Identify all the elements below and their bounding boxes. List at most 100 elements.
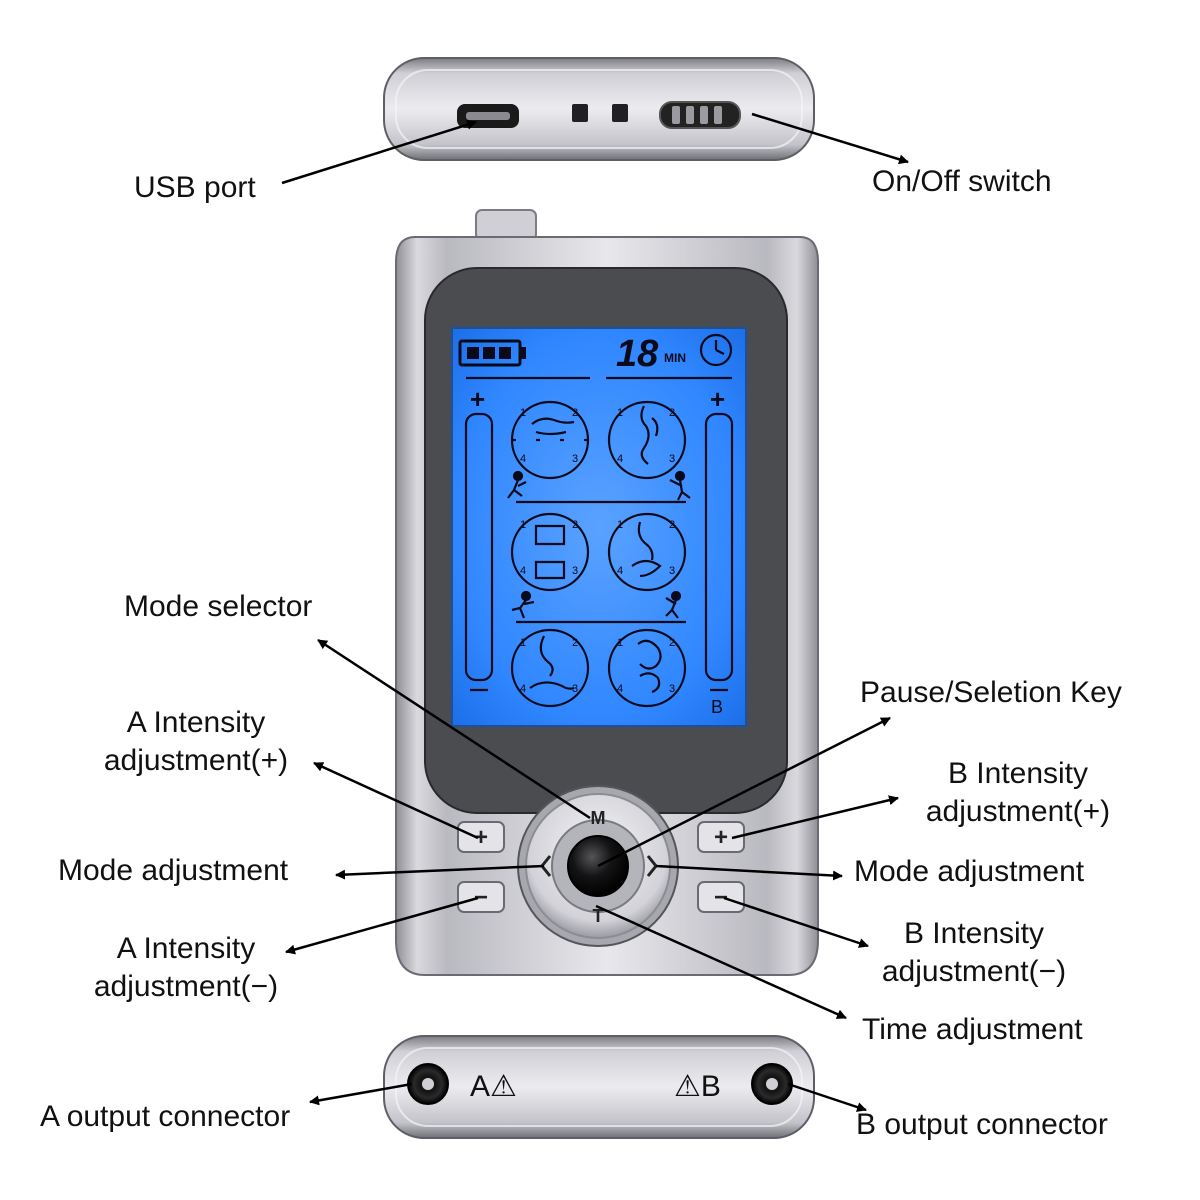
b-minus-symbol: − bbox=[714, 884, 728, 911]
mode-adjustment-right-label: Mode adjustment bbox=[854, 855, 1085, 888]
mode-digit: 2 bbox=[572, 519, 578, 531]
indicator-light-icon bbox=[612, 104, 628, 122]
mode-digit: 1 bbox=[617, 637, 623, 649]
usb-port-label: USB port bbox=[134, 171, 256, 204]
mode-circle bbox=[510, 512, 590, 592]
pause-selection-key-label: Pause/Seletion Key bbox=[860, 676, 1122, 709]
on-off-switch-label: On/Off switch bbox=[872, 165, 1052, 198]
lcd-b-plus: + bbox=[710, 384, 725, 414]
b-jack-pin bbox=[766, 1078, 778, 1090]
a-minus-arrow bbox=[285, 896, 479, 955]
mode-digit: 4 bbox=[617, 683, 623, 695]
callout-arrows bbox=[281, 112, 909, 1112]
b-plus-arrow bbox=[731, 795, 899, 840]
device-top-view bbox=[383, 57, 815, 161]
device-front-view bbox=[395, 209, 819, 976]
pause-key-arrow bbox=[597, 716, 891, 868]
a-minus-symbol: − bbox=[474, 884, 488, 911]
mode-digit: 1 bbox=[617, 519, 623, 531]
a-jack-pin bbox=[422, 1078, 434, 1090]
figure-icon bbox=[507, 470, 527, 499]
mode-digit: 3 bbox=[572, 683, 578, 695]
lcd-contents: + + B bbox=[458, 333, 734, 717]
usb-port-arrow bbox=[281, 119, 477, 185]
device-bottom-view bbox=[383, 1035, 815, 1139]
a-intensity-minus-line1: A Intensity bbox=[116, 932, 256, 965]
mode-digit: 2 bbox=[669, 519, 675, 531]
mode-digit: 2 bbox=[669, 637, 675, 649]
lcd-a-plus: + bbox=[470, 384, 485, 414]
b-intensity-plus-button[interactable]: + bbox=[697, 821, 745, 853]
mode-selector-label: Mode selector bbox=[124, 590, 313, 623]
lcd-b-letter: B bbox=[711, 697, 723, 717]
battery-icon bbox=[458, 339, 526, 367]
mode-digit: 1 bbox=[520, 407, 526, 419]
lcd-screen bbox=[451, 327, 747, 727]
time-key-t[interactable]: T bbox=[593, 906, 604, 926]
mode-adjustment-left-label: Mode adjustment bbox=[58, 854, 289, 887]
figure-icon bbox=[669, 470, 691, 501]
a-plus-symbol: + bbox=[474, 824, 488, 851]
mode-digit: 4 bbox=[617, 565, 623, 577]
a-intensity-bar bbox=[464, 412, 494, 682]
mode-digit: 2 bbox=[669, 407, 675, 419]
a-intensity-plus-label: A Intensity adjustment(+) bbox=[86, 704, 306, 780]
b-intensity-minus-button[interactable]: − bbox=[697, 881, 745, 913]
a-output-arrow bbox=[309, 1082, 413, 1106]
timer-value: 18 bbox=[616, 333, 659, 375]
mode-digit: 2 bbox=[572, 637, 578, 649]
mode-key-m[interactable]: M bbox=[591, 808, 606, 828]
mode-circle bbox=[607, 400, 687, 480]
b-intensity-minus-line2: adjustment(−) bbox=[881, 955, 1067, 988]
bottom-channel-b-label: ⚠B bbox=[674, 1070, 721, 1103]
a-intensity-plus-button[interactable]: + bbox=[457, 821, 505, 853]
mode-digit: 3 bbox=[572, 453, 578, 465]
a-intensity-plus-line2: adjustment(+) bbox=[103, 744, 289, 777]
mode-digit: 3 bbox=[572, 565, 578, 577]
a-intensity-minus-label: A Intensity adjustment(−) bbox=[76, 930, 296, 1006]
mode-digit: 4 bbox=[520, 565, 526, 577]
a-plus-arrow bbox=[313, 761, 479, 840]
mode-circle bbox=[607, 512, 687, 592]
a-intensity-minus-button[interactable]: − bbox=[457, 881, 505, 913]
mode-digit: 1 bbox=[617, 407, 623, 419]
b-intensity-bar bbox=[704, 412, 734, 682]
mode-digit: 3 bbox=[669, 683, 675, 695]
mode-digit: 3 bbox=[669, 453, 675, 465]
b-output-arrow bbox=[787, 1082, 867, 1112]
mode-circle bbox=[510, 400, 590, 480]
mode-digit: 4 bbox=[617, 453, 623, 465]
mode-digit: 4 bbox=[520, 683, 526, 695]
mode-digit: 1 bbox=[520, 637, 526, 649]
b-intensity-plus-label: B Intensity adjustment(+) bbox=[906, 755, 1130, 831]
mode-circle bbox=[607, 628, 687, 708]
b-minus-arrow bbox=[723, 896, 869, 948]
power-switch-icon bbox=[659, 101, 741, 129]
mode-digit: 1 bbox=[520, 519, 526, 531]
mode-digit: 4 bbox=[520, 453, 526, 465]
mode-adjust-left-arrow bbox=[335, 864, 545, 880]
mode-digit: 3 bbox=[669, 565, 675, 577]
indicator-light-icon bbox=[572, 104, 588, 122]
b-output-connector-label: B output connector bbox=[856, 1108, 1108, 1141]
figure-icon bbox=[511, 590, 535, 619]
time-adjustment-label: Time adjustment bbox=[862, 1013, 1083, 1046]
mode-selector-arrow bbox=[317, 638, 591, 820]
b-plus-symbol: + bbox=[714, 824, 728, 851]
time-adjust-arrow bbox=[595, 904, 847, 1020]
mode-circle bbox=[510, 628, 590, 708]
b-intensity-plus-line2: adjustment(+) bbox=[925, 795, 1111, 828]
bottom-channel-a-label: A⚠ bbox=[470, 1070, 517, 1103]
b-intensity-plus-line1: B Intensity bbox=[947, 757, 1089, 790]
clock-icon bbox=[699, 333, 733, 367]
mode-digit: 2 bbox=[572, 407, 578, 419]
figure-icon bbox=[665, 590, 682, 619]
mode-digits: 1 2 4 3 1 2 4 3 1 2 4 3 1 2 4 3 1 2 4 3 … bbox=[520, 407, 675, 695]
a-intensity-minus-line2: adjustment(−) bbox=[93, 970, 279, 1003]
on-off-arrow bbox=[751, 112, 909, 165]
mode-adjust-right-arrow bbox=[655, 864, 843, 881]
b-intensity-minus-line1: B Intensity bbox=[903, 917, 1045, 950]
a-output-connector-label: A output connector bbox=[40, 1100, 291, 1133]
